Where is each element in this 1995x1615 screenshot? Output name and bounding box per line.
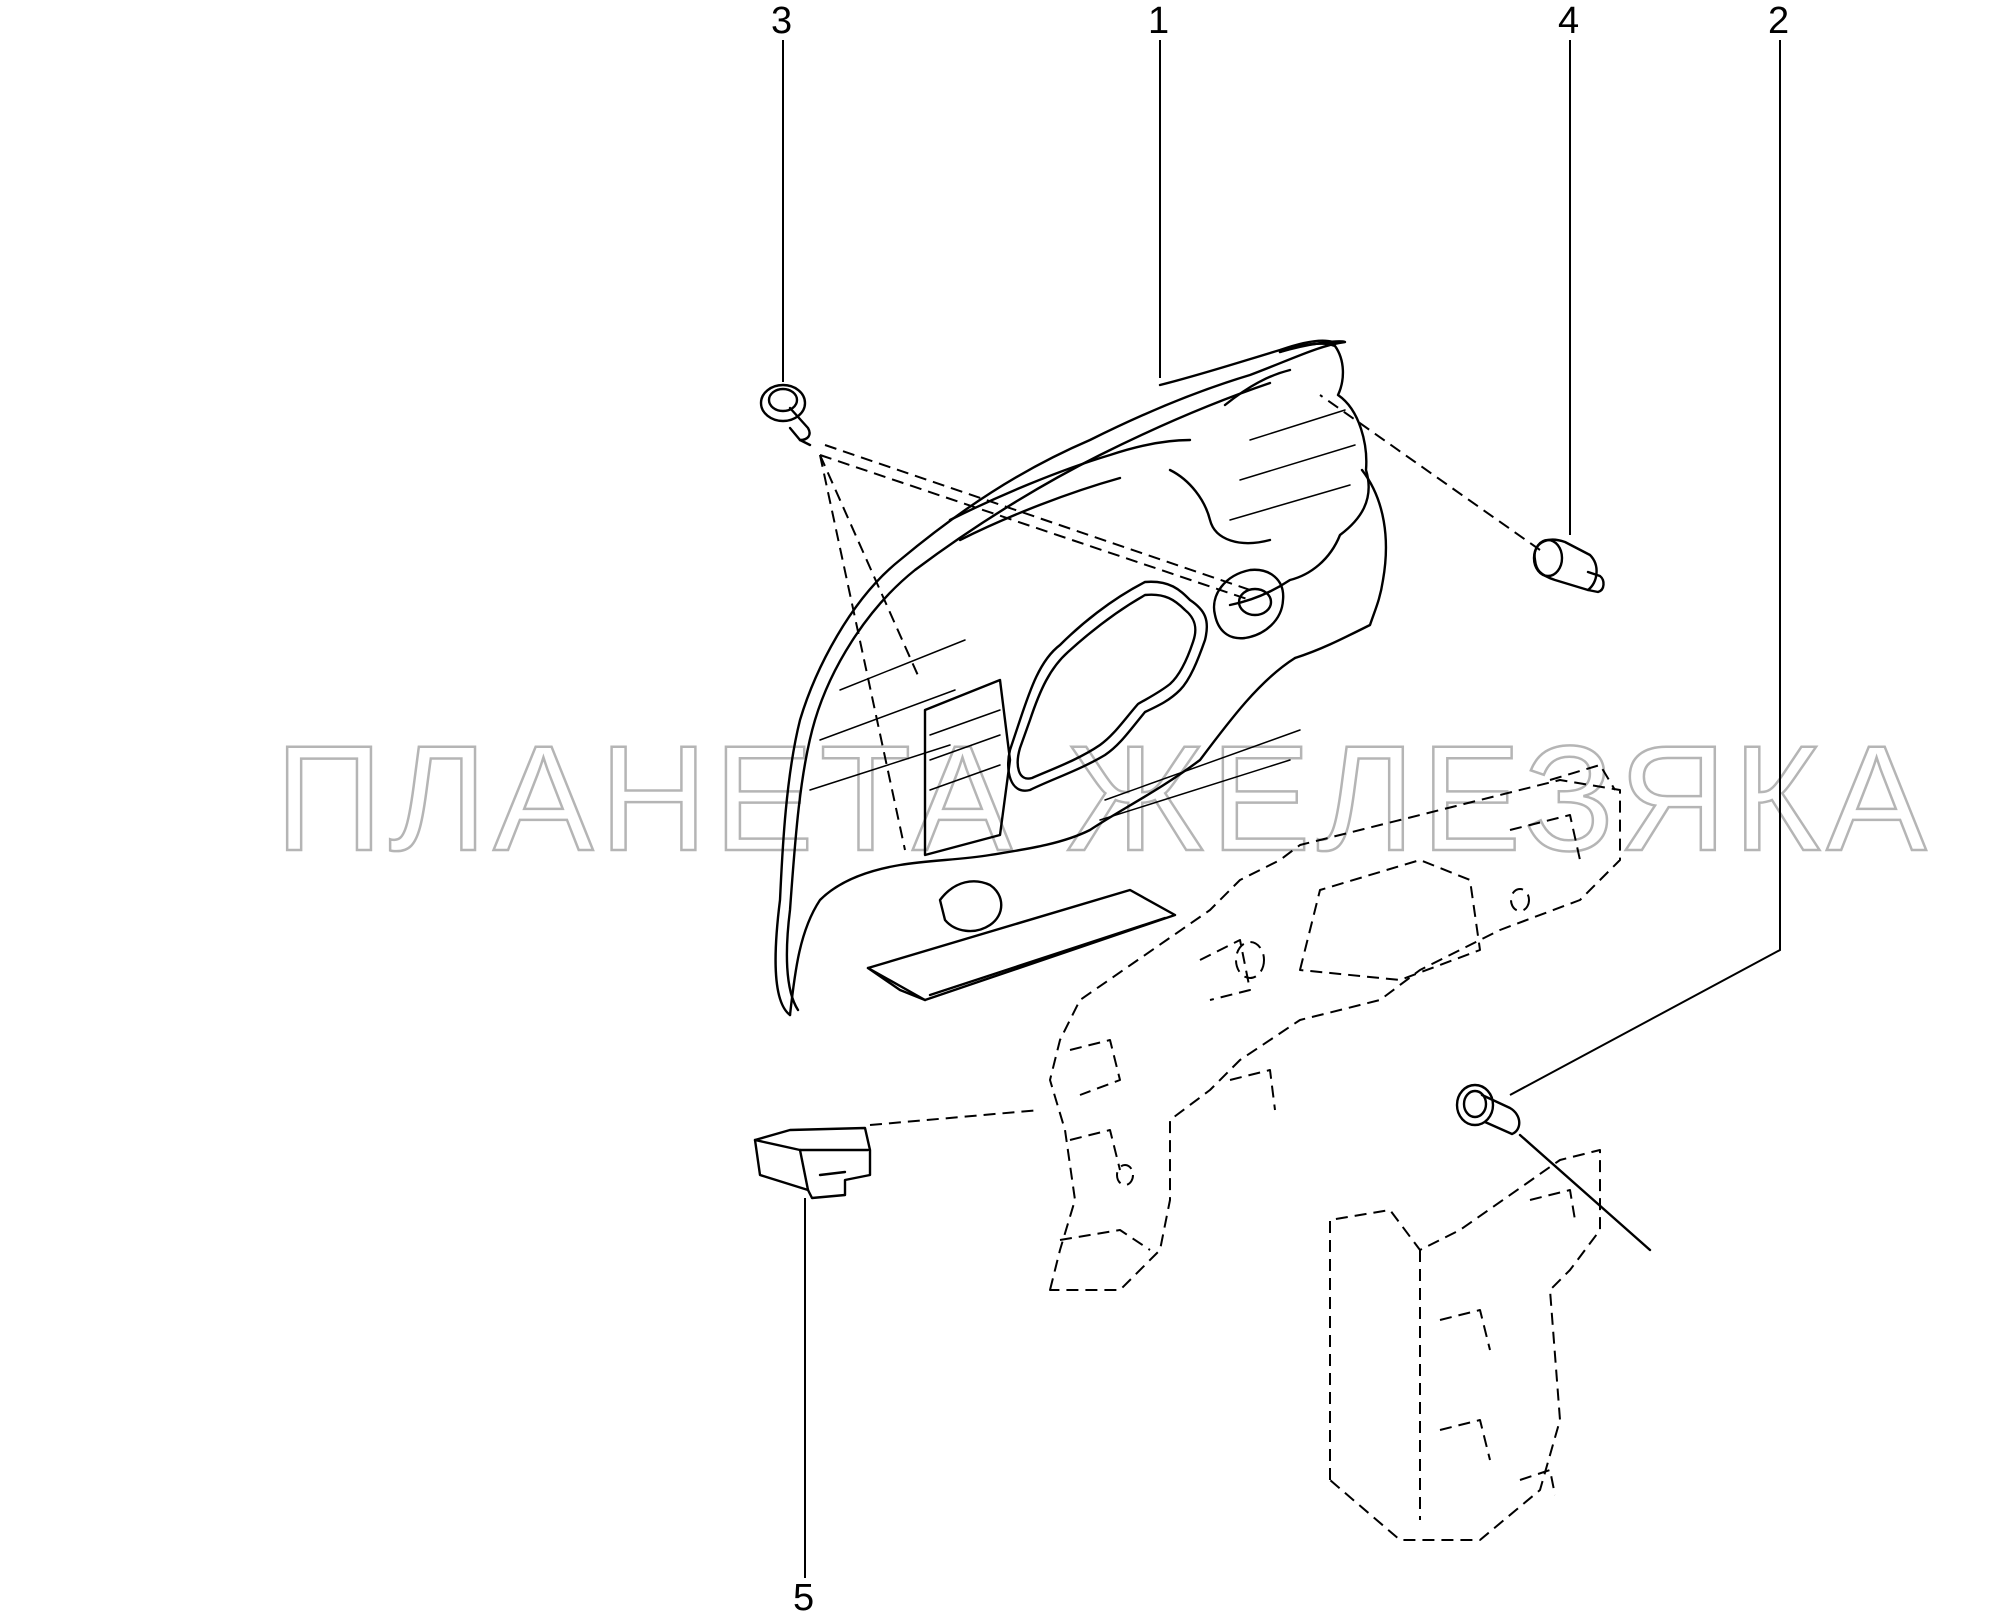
assembly-lines — [819, 394, 1652, 1252]
leader-lines — [782, 40, 1781, 1578]
dashed-pillar — [1329, 1149, 1601, 1541]
dashed-body-bracket — [1049, 764, 1621, 1291]
watermark-text: ПЛАНЕТА ЖЕЛЕЗЯКА — [275, 714, 1932, 882]
callout-label-4: 4 — [1558, 0, 1579, 42]
part-3-clip — [759, 383, 812, 447]
part-4-bumper — [1532, 538, 1605, 594]
callout-label-1: 1 — [1148, 0, 1169, 42]
part-5-clip — [753, 1126, 872, 1200]
callout-label-3: 3 — [771, 0, 792, 42]
callout-label-5: 5 — [793, 1577, 814, 1615]
callout-label-2: 2 — [1768, 0, 1789, 42]
part-2-screw — [1455, 1083, 1521, 1136]
part-1-trim-panel — [774, 339, 1388, 1017]
